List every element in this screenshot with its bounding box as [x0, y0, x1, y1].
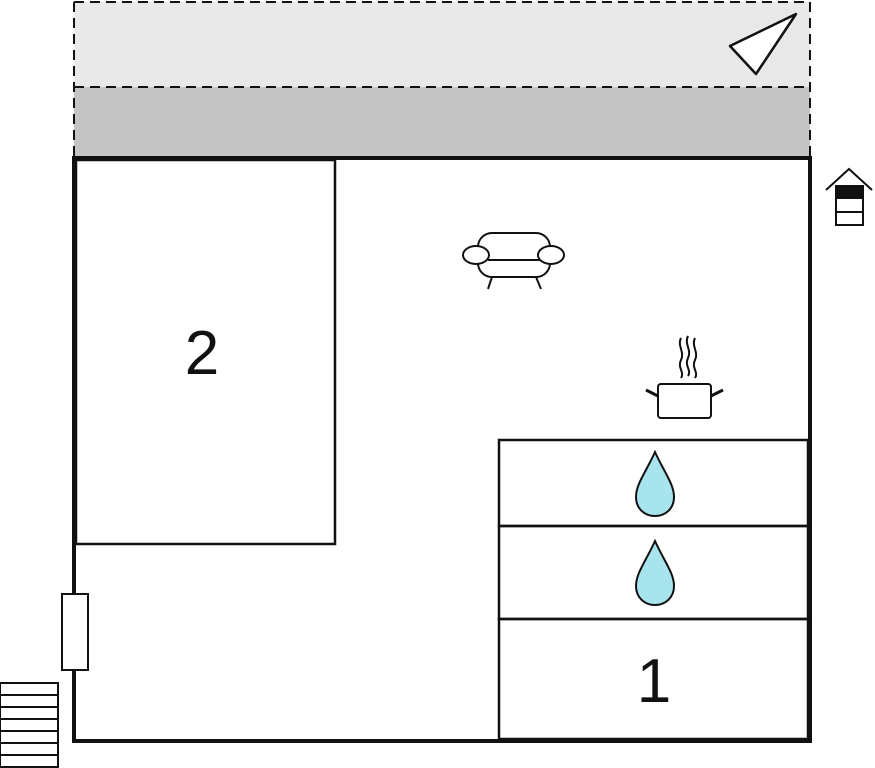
sofa-icon: [462, 232, 565, 290]
covered-terrace-area: [74, 87, 810, 158]
house-entrance-icon: [825, 167, 873, 226]
room-bedroom-1: [497, 617, 810, 741]
terrace-outline: [73, 1, 811, 158]
door-icon: [61, 593, 89, 671]
room-bedroom-2: [74, 158, 337, 546]
stairs-icon: [0, 682, 59, 768]
room-label-1: 1: [637, 647, 671, 716]
cooking-pot-icon: [645, 335, 724, 419]
water-drop-icon: [634, 538, 676, 607]
room-label-2: 2: [185, 319, 219, 388]
water-drop-icon: [634, 449, 676, 518]
house-outline: [72, 156, 812, 743]
sun-shade-icon: [728, 12, 798, 76]
terrace-area: [74, 2, 810, 87]
